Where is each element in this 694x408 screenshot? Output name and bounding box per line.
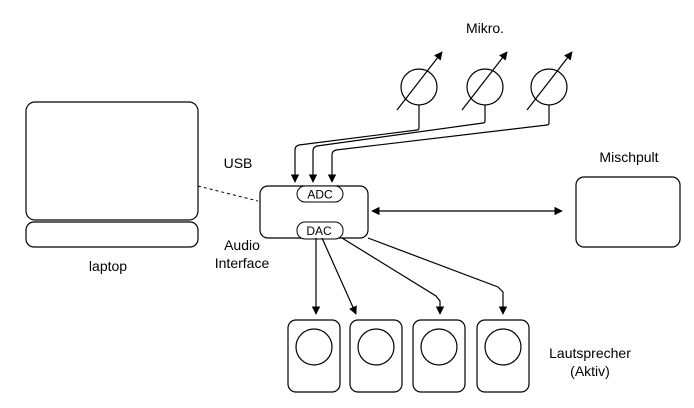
dac-chip: DAC (296, 221, 344, 240)
mic-cable (327, 105, 550, 183)
audio-interface-label-line1: Audio (224, 237, 260, 253)
usb-connection (197, 185, 259, 202)
dac-label: DAC (306, 224, 332, 238)
speaker-cable (367, 237, 508, 315)
speaker-cable (341, 237, 445, 315)
microphone-icon (396, 51, 443, 111)
microphone-icon (526, 51, 573, 111)
microphone-icon (461, 51, 508, 111)
mischpult-label: Mischpult (599, 149, 658, 165)
laptop-label: laptop (89, 258, 127, 274)
speaker-cable (321, 237, 357, 315)
adc-label: ADC (307, 188, 333, 202)
adc-chip: ADC (296, 185, 344, 203)
lautsprecher-label-line2: (Aktiv) (570, 363, 610, 379)
mikro-label: Mikro. (466, 20, 504, 36)
mixer-icon (575, 176, 681, 248)
lautsprecher-label-line1: Lautsprecher (549, 345, 631, 361)
speaker-icon (476, 319, 530, 393)
speaker-icon (287, 319, 341, 393)
speaker-icon (412, 319, 466, 393)
laptop-icon (25, 101, 199, 248)
mic-cable (290, 105, 420, 183)
audio-interface-label-line2: Interface (215, 255, 270, 271)
mic-cable (308, 105, 486, 183)
speaker-icon (349, 319, 403, 393)
usb-label: USB (224, 155, 253, 171)
